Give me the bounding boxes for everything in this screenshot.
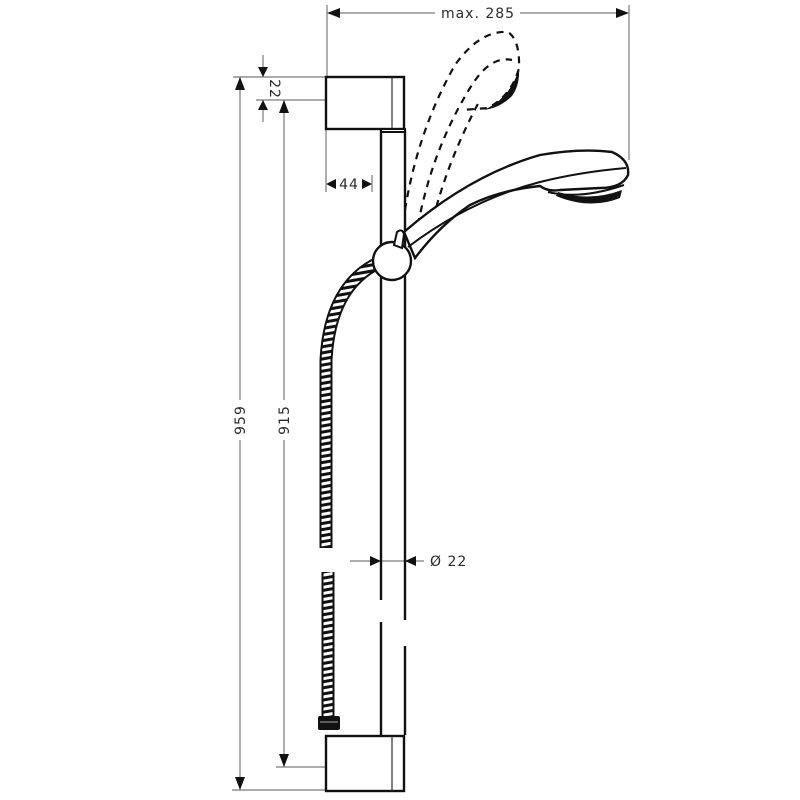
max-reach-label: max. 285	[441, 6, 515, 22]
arrow-down-icon	[279, 754, 289, 767]
dimension-wall-offset: 44	[325, 130, 373, 193]
top-bracket-label: 22	[266, 79, 282, 99]
arrow-up-icon	[279, 100, 289, 113]
dimension-overall-height: 959	[232, 77, 325, 791]
dimension-bracket-spacing: 915	[276, 100, 325, 768]
shower-hose	[318, 256, 383, 730]
wall-offset-label: 44	[339, 177, 359, 193]
arrow-left-icon	[326, 179, 336, 189]
arrow-up-icon	[235, 77, 245, 90]
rail-diameter-label: Ø 22	[430, 554, 467, 570]
arrow-down-icon	[235, 777, 245, 790]
arrow-right-icon	[370, 556, 381, 566]
arrow-left-icon	[327, 8, 340, 18]
hand-shower	[402, 149, 630, 261]
wall-bracket-bottom	[324, 734, 406, 793]
arrow-up-icon	[258, 100, 268, 110]
dimension-top-bracket: 22	[233, 55, 325, 122]
arrow-right-icon	[616, 8, 629, 18]
dimension-rail-diameter: Ø 22	[350, 554, 467, 570]
dimension-max-reach: max. 285	[326, 5, 630, 160]
wall-bracket-top	[324, 75, 406, 133]
arrow-down-icon	[258, 67, 268, 77]
overall-height-label: 959	[233, 405, 249, 435]
hose-nut	[318, 716, 340, 730]
bracket-spacing-label: 915	[277, 405, 293, 435]
arrow-left-icon	[405, 556, 416, 566]
arrow-right-icon	[362, 179, 372, 189]
slider-holder	[371, 229, 413, 282]
slide-rail	[379, 130, 407, 740]
